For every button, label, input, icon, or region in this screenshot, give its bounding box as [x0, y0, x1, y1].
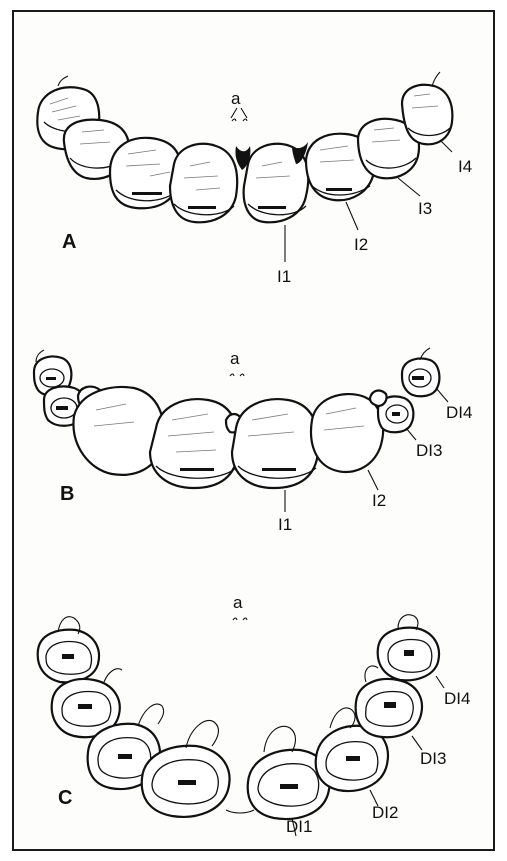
panel-a-a-ticks [232, 119, 247, 121]
panel-a-leader-3 [398, 178, 420, 196]
panel-c-midline [226, 810, 254, 813]
panel-a-label-1: I1 [277, 267, 291, 286]
tooth-a-left-1 [170, 144, 237, 223]
panel-b-a-label: a [230, 349, 240, 368]
panel-b-label-3: DI3 [416, 441, 442, 460]
panel-c-letter: C [58, 787, 72, 809]
panel-a-leader-4 [440, 140, 452, 152]
panel-a-a-marks [231, 108, 247, 118]
panel-a-label-3: I3 [418, 199, 432, 218]
tooth-c-right-di4 [378, 615, 439, 681]
panel-a-letter: A [62, 231, 76, 253]
panel-b-leader-4 [436, 388, 448, 402]
panel-c-label-1: DI1 [286, 817, 312, 836]
panel-a: a [37, 72, 472, 286]
panel-c-leader-3 [412, 736, 422, 750]
tooth-b-right-2 [311, 394, 383, 472]
panel-c-leader-4 [436, 676, 444, 688]
panel-c-label-4: DI4 [444, 689, 470, 708]
panel-b-letter: B [60, 483, 74, 505]
panel-b-label-4: DI4 [446, 403, 472, 422]
panel-a-label-2: I2 [354, 235, 368, 254]
tooth-b-right-1 [232, 399, 318, 488]
panel-c: a [38, 593, 471, 836]
panel-c-label-2: DI2 [372, 803, 398, 822]
panel-c-a-ticks [233, 618, 247, 620]
tooth-b-left-1 [150, 399, 238, 488]
panel-a-label-4: I4 [458, 157, 472, 176]
panel-b-leader-3 [406, 428, 416, 440]
tooth-a-right-4 [402, 72, 452, 144]
panel-b-a-ticks [230, 374, 244, 376]
panel-b: a [34, 348, 472, 534]
panel-b-leader-2 [368, 470, 378, 490]
panel-a-leader-2 [346, 202, 358, 230]
tooth-b-right-di4 [402, 348, 439, 396]
panel-b-label-1: I1 [278, 515, 292, 534]
panel-c-a-label: a [233, 593, 243, 612]
panel-a-a-label: a [231, 89, 241, 108]
panel-c-label-3: DI3 [420, 749, 446, 768]
tooth-c-left-di4 [38, 617, 99, 683]
panel-b-label-2: I2 [372, 491, 386, 510]
